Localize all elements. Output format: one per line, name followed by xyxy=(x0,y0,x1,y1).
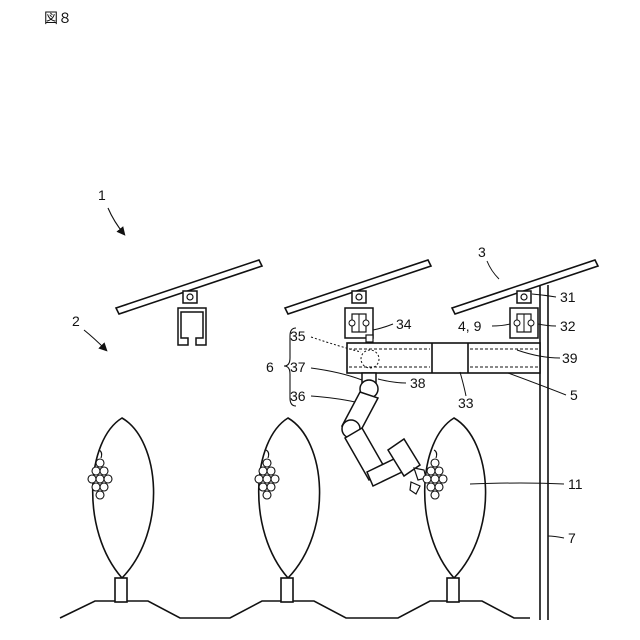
ref-11: 11 xyxy=(568,476,583,492)
ref-35: 35 xyxy=(290,328,306,344)
ref-31: 31 xyxy=(560,289,576,305)
ref-32: 32 xyxy=(560,318,576,334)
mount-left xyxy=(178,291,206,345)
tree-right xyxy=(423,418,486,602)
ref-3: 3 xyxy=(478,244,486,260)
arrow-2 xyxy=(84,330,106,350)
ref-37: 37 xyxy=(290,359,306,375)
solar-panel-right xyxy=(452,260,598,314)
solar-panel-left xyxy=(116,260,262,314)
beam-frame xyxy=(347,343,540,373)
ref-5: 5 xyxy=(570,387,578,403)
ref-1: 1 xyxy=(98,187,106,203)
ref-7: 7 xyxy=(568,530,576,546)
ref-34: 34 xyxy=(396,316,412,332)
ground-line xyxy=(60,601,530,618)
ref-33: 33 xyxy=(458,395,474,411)
robot-arm xyxy=(342,373,426,494)
solar-panel-middle xyxy=(285,260,431,314)
ref-4-9: 4, 9 xyxy=(458,318,482,334)
ref-38: 38 xyxy=(410,375,426,391)
tree-left xyxy=(88,418,154,602)
ref-2: 2 xyxy=(72,313,80,329)
arrow-1 xyxy=(108,208,124,234)
support-post xyxy=(540,285,548,620)
mount-middle xyxy=(345,291,373,342)
ref-39: 39 xyxy=(562,350,578,366)
ref-6: 6 xyxy=(266,359,274,375)
ref-36: 36 xyxy=(290,388,306,404)
tree-middle xyxy=(255,418,320,602)
